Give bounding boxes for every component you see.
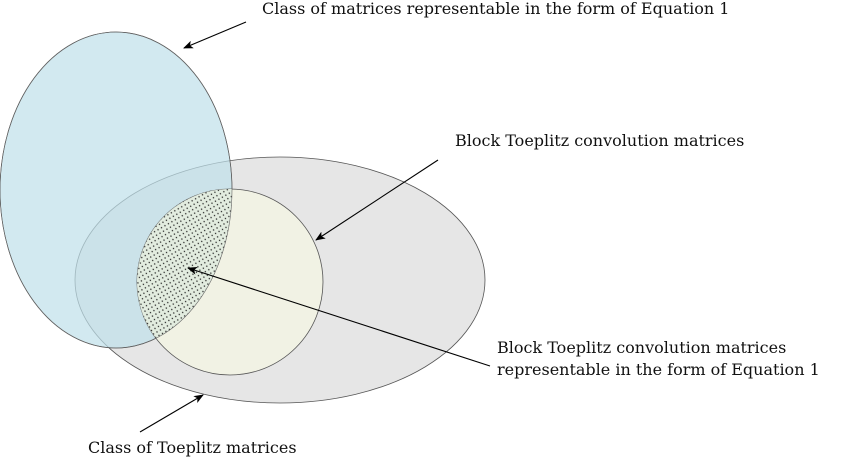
arrow-toeplitz-class [139, 394, 204, 433]
label-equation-class: Class of matrices representable in the f… [262, 0, 730, 18]
label-block-toeplitz: Block Toeplitz convolution matrices [455, 131, 745, 150]
label-intersection-line1: Block Toeplitz convolution matrices [497, 338, 787, 357]
label-intersection-line2: representable in the form of Equation 1 [497, 360, 820, 379]
arrow-equation-class [183, 21, 247, 49]
arrow-block-toeplitz [315, 159, 439, 241]
arrow-intersection [187, 266, 491, 367]
label-toeplitz-class: Class of Toeplitz matrices [88, 438, 297, 457]
